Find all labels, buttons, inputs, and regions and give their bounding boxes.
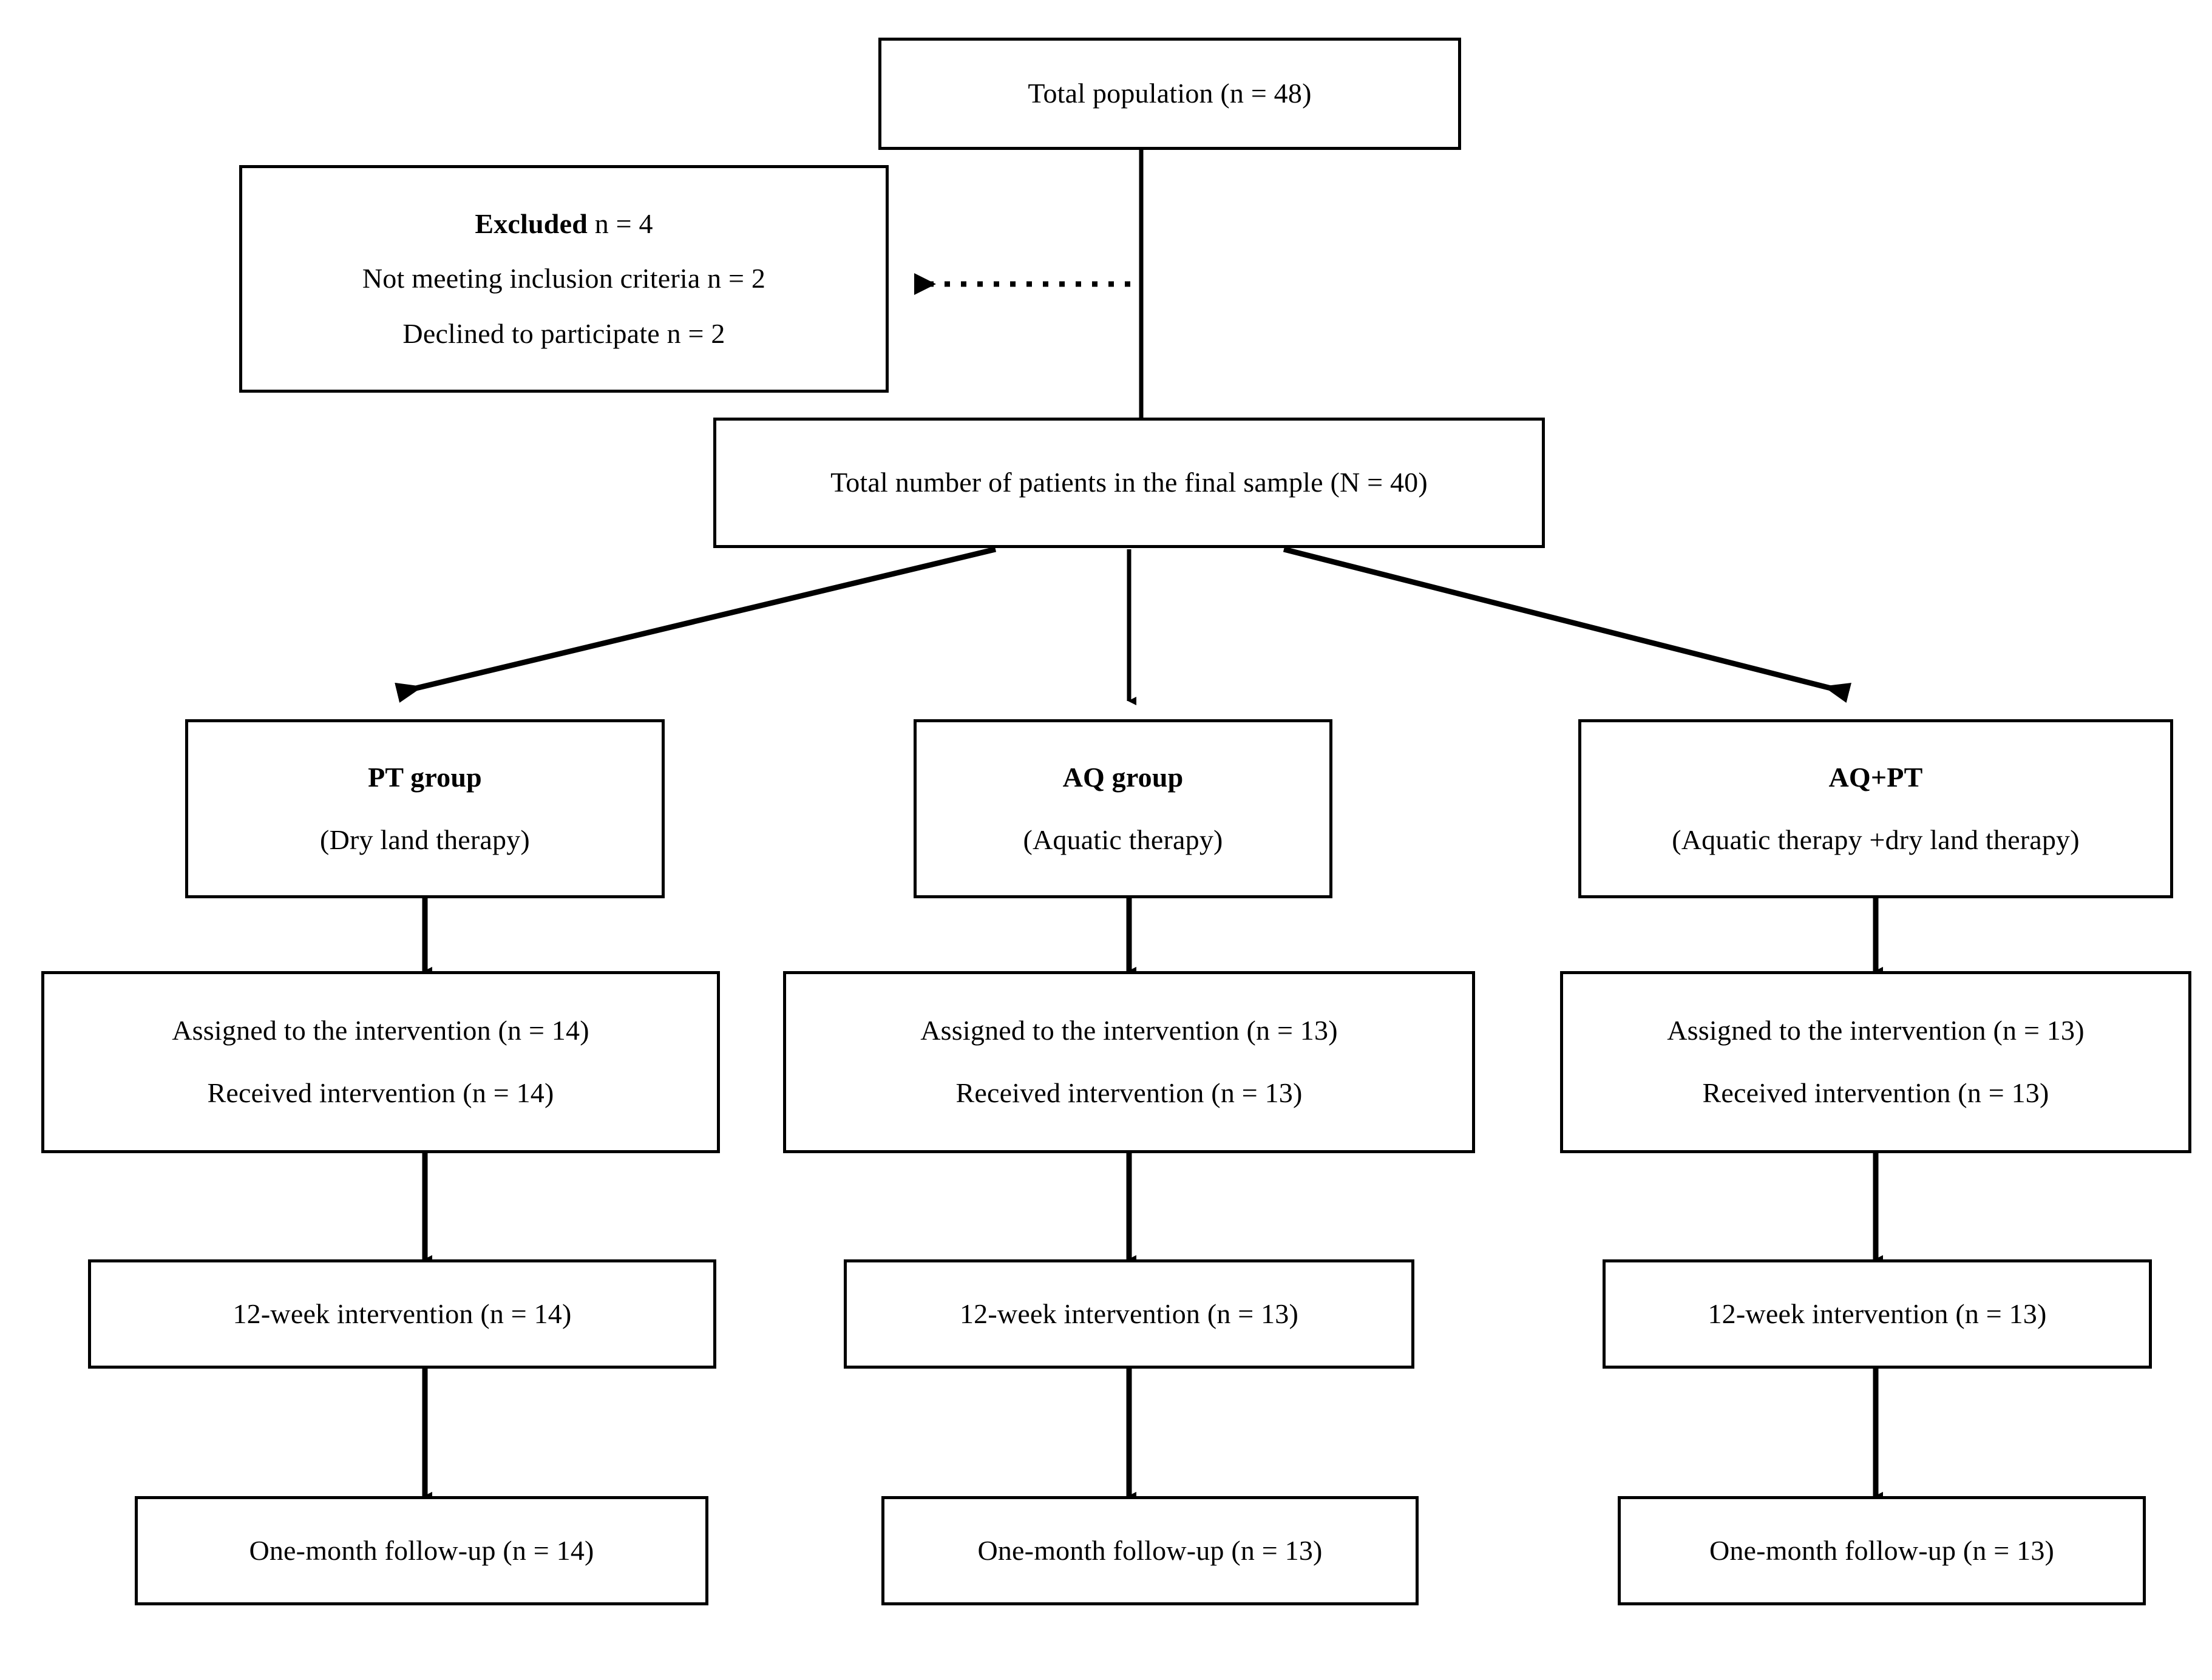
arm-intervention-pt: 12-week intervention (n = 14) <box>232 1298 572 1329</box>
arm-subtitle-pt: (Dry land therapy) <box>320 824 530 855</box>
node-arm-assigned-pt: Assigned to the intervention (n = 14) Re… <box>41 971 720 1153</box>
node-arm-intervention-aqpt: 12-week intervention (n = 13) <box>1603 1259 2152 1369</box>
arm-assigned-aq: Assigned to the intervention (n = 13) <box>920 1015 1338 1046</box>
arm-intervention-aqpt: 12-week intervention (n = 13) <box>1708 1298 2047 1329</box>
node-final-sample: Total number of patients in the final sa… <box>713 418 1545 548</box>
arm-assigned-pt: Assigned to the intervention (n = 14) <box>172 1015 589 1046</box>
arm-received-pt: Received intervention (n = 14) <box>207 1077 554 1108</box>
node-arm-title-aq: AQ group (Aquatic therapy) <box>914 719 1332 898</box>
arm-assigned-aqpt: Assigned to the intervention (n = 13) <box>1667 1015 2085 1046</box>
arm-title-aqpt: AQ+PT <box>1828 761 1923 793</box>
node-arm-followup-aq: One-month follow-up (n = 13) <box>881 1496 1419 1605</box>
node-arm-intervention-pt: 12-week intervention (n = 14) <box>88 1259 716 1369</box>
final-sample-label: Total number of patients in the final sa… <box>830 467 1428 498</box>
connector-final-to-pt <box>395 546 997 703</box>
arm-received-aq: Received intervention (n = 13) <box>955 1077 1303 1108</box>
excluded-reason-not-meeting-criteria: Not meeting inclusion criteria n = 2 <box>362 263 766 294</box>
node-arm-title-pt: PT group (Dry land therapy) <box>185 719 665 898</box>
node-arm-followup-aqpt: One-month follow-up (n = 13) <box>1618 1496 2146 1605</box>
excluded-reason-declined: Declined to participate n = 2 <box>402 317 725 349</box>
node-arm-assigned-aqpt: Assigned to the intervention (n = 13) Re… <box>1560 971 2191 1153</box>
total-population-label: Total population (n = 48) <box>1028 78 1312 109</box>
arm-followup-aq: One-month follow-up (n = 13) <box>977 1534 1323 1566</box>
node-arm-title-aqpt: AQ+PT (Aquatic therapy +dry land therapy… <box>1578 719 2173 898</box>
excluded-heading-count: n = 4 <box>588 208 653 239</box>
node-arm-assigned-aq: Assigned to the intervention (n = 13) Re… <box>783 971 1475 1153</box>
arm-title-aq: AQ group <box>1062 761 1184 793</box>
arm-intervention-aq: 12-week intervention (n = 13) <box>959 1298 1299 1329</box>
connector-final-to-aqpt <box>1283 546 1852 703</box>
excluded-heading: Excluded n = 4 <box>475 208 653 240</box>
excluded-heading-bold: Excluded <box>475 208 588 239</box>
arm-subtitle-aq: (Aquatic therapy) <box>1023 824 1223 855</box>
arm-title-pt: PT group <box>368 761 482 793</box>
arm-received-aqpt: Received intervention (n = 13) <box>1702 1077 2049 1108</box>
arm-subtitle-aqpt: (Aquatic therapy +dry land therapy) <box>1672 824 2080 855</box>
arm-followup-aqpt: One-month follow-up (n = 13) <box>1709 1534 2055 1566</box>
node-arm-followup-pt: One-month follow-up (n = 14) <box>135 1496 708 1605</box>
node-arm-intervention-aq: 12-week intervention (n = 13) <box>844 1259 1414 1369</box>
node-excluded: Excluded n = 4 Not meeting inclusion cri… <box>239 165 889 393</box>
node-total-population: Total population (n = 48) <box>878 38 1461 150</box>
arm-followup-pt: One-month follow-up (n = 14) <box>249 1534 594 1566</box>
